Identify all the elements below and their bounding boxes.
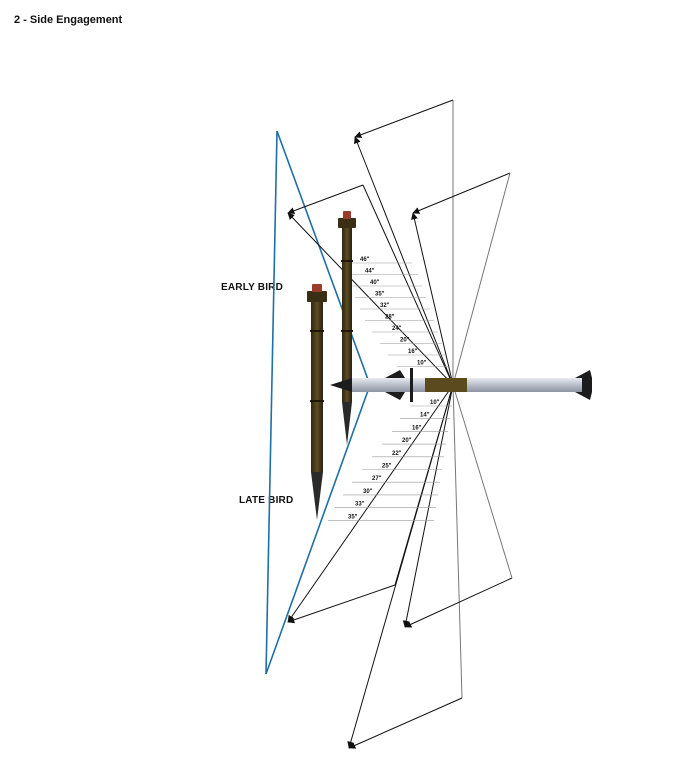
lower-vectors [287, 384, 513, 749]
vector-lower-4 [287, 584, 396, 624]
early-bird-label: EARLY BIRD [221, 282, 284, 293]
lower-distance-label: 22" [392, 451, 402, 457]
vector-upper-8 [411, 212, 454, 386]
page-title: 2 - Side Engagement [14, 14, 123, 26]
upper-distance-label: 28" [385, 315, 395, 321]
upper-distance-label: 40" [370, 280, 380, 286]
vector-lower-7 [452, 384, 513, 579]
lower-distance-label: 14" [420, 413, 430, 419]
vector-upper-6 [412, 172, 511, 214]
upper-distance-ladder: 46" 44" 40" 35" 32" 28" 24" 20" 16" 10" [340, 257, 450, 367]
upper-distance-label: 10" [417, 361, 427, 367]
vector-lower-8 [402, 384, 454, 628]
lower-distance-label: 30" [363, 489, 373, 495]
target-line [265, 130, 278, 675]
lower-distance-label: 25" [382, 464, 392, 470]
lower-distance-label: 33" [355, 502, 365, 508]
lower-distance-ladder: 10" 14" 16" 20" 22" 25"27" 30" 33" 35" [328, 400, 452, 521]
vector-lower-1 [348, 697, 463, 749]
vector-lower-6 [404, 577, 513, 628]
vector-upper-4 [287, 184, 364, 215]
upper-distance-label: 24" [392, 326, 402, 332]
upper-distance-label: 20" [400, 338, 410, 344]
lower-distance-label: 35" [348, 514, 358, 520]
lower-distance-label: 10" [430, 400, 440, 406]
late-bird [307, 284, 327, 520]
vector-lower-outer [452, 384, 463, 699]
vector-upper-5 [362, 184, 454, 386]
early-bird [338, 211, 356, 445]
late-bird-label: LATE BIRD [239, 495, 294, 506]
vector-upper-3 [287, 212, 454, 386]
vector-lower-5 [394, 384, 454, 586]
upper-distance-label: 35" [375, 292, 385, 298]
vector-upper-1 [354, 99, 454, 139]
lower-distance-label: 20" [402, 438, 412, 444]
lower-distance-label: 16" [412, 425, 422, 431]
horizontal-missile [330, 368, 592, 402]
vector-upper-7 [452, 172, 511, 386]
upper-distance-label: 16" [408, 349, 418, 355]
vector-upper-2 [354, 136, 454, 386]
upper-distance-label: 46" [360, 257, 370, 263]
vector-lower-3 [287, 384, 454, 623]
upper-distance-label: 32" [380, 303, 390, 309]
lower-distance-label: 27" [372, 476, 382, 482]
upper-distance-label: 44" [365, 269, 375, 275]
